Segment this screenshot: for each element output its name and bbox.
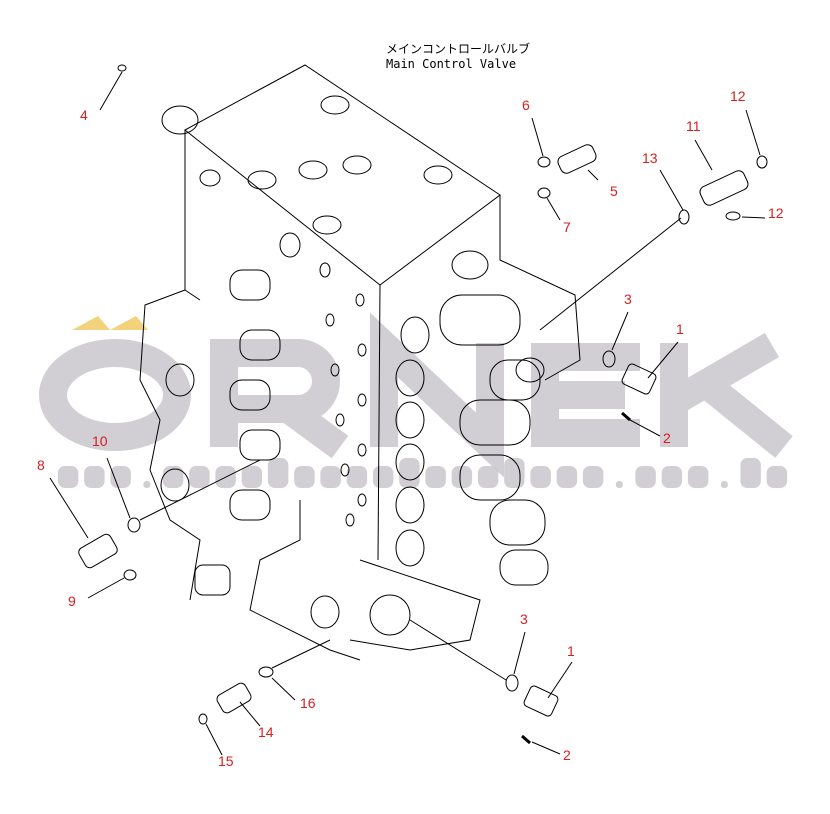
fitting-5: [557, 144, 597, 174]
watermark-url-glyph: [143, 481, 151, 488]
watermark-url-glyph: [346, 466, 368, 488]
title-japanese: メインコントロールバルブ: [386, 42, 531, 56]
watermark-url-glyph: [372, 466, 394, 488]
watermark-url-glyph: [720, 481, 728, 488]
title-english: Main Control Valve: [386, 57, 517, 71]
o-ring-13: [678, 209, 690, 225]
watermark-accent: [110, 316, 148, 330]
watermark-url-glyph: [530, 466, 551, 488]
callout-12-bottom: 12: [768, 205, 784, 221]
valve-top-face: [184, 64, 501, 286]
callout-2-top: 2: [663, 430, 671, 446]
fitting-11: [699, 170, 749, 206]
callout-9: 9: [68, 593, 76, 609]
watermark-url-glyph: [84, 466, 105, 488]
sensor-1-bottom: [523, 685, 559, 717]
callout-14: 14: [258, 724, 274, 740]
watermark-url-glyph: [110, 466, 131, 488]
watermark-url-glyph: [766, 466, 788, 488]
o-ring-7: [537, 187, 551, 199]
o-ring-12-top: [756, 155, 768, 169]
watermark-url-glyph: [661, 466, 683, 488]
watermark-brand-logo: [39, 312, 793, 478]
fitting-8: [78, 533, 118, 569]
callout-5: 5: [610, 183, 618, 199]
watermark-url-logo: [57, 458, 788, 488]
callout-13: 13: [642, 150, 658, 166]
leader-lines: [49, 71, 766, 756]
callout-1-top: 1: [676, 321, 684, 337]
o-ring-12-bottom: [725, 211, 741, 221]
o-ring-3-bottom: [505, 674, 519, 692]
watermark-url-glyph: [582, 466, 604, 488]
callout-11: 11: [686, 118, 701, 134]
watermark: [39, 312, 793, 488]
watermark-url-glyph: [635, 466, 656, 488]
callout-12-top: 12: [730, 88, 746, 104]
callout-7: 7: [563, 219, 571, 235]
callout-2-bottom: 2: [563, 747, 571, 763]
o-ring-4: [117, 64, 127, 72]
o-ring-10: [127, 517, 141, 533]
watermark-letter-r: [210, 339, 349, 459]
watermark-url-glyph: [294, 466, 315, 488]
callout-10: 10: [92, 433, 108, 449]
callout-15: 15: [218, 753, 234, 769]
watermark-url-glyph: [740, 458, 761, 488]
watermark-url-glyph: [504, 458, 525, 488]
o-ring-16: [258, 666, 274, 678]
o-ring-6: [537, 156, 551, 168]
o-ring-9: [123, 569, 137, 581]
watermark-url-glyph: [556, 466, 578, 488]
callout-8: 8: [37, 457, 45, 473]
main-control-valve-drawing: [139, 64, 581, 661]
watermark-url-glyph: [57, 466, 79, 488]
watermark-accent: [72, 316, 110, 330]
watermark-letter-e: [531, 343, 640, 447]
fitting-14: [216, 682, 252, 714]
watermark-letter-k: [660, 332, 793, 458]
watermark-letter-n: [370, 312, 504, 478]
callout-3-top: 3: [624, 291, 632, 307]
watermark-url-glyph: [399, 458, 420, 488]
watermark-url-glyph: [477, 466, 499, 488]
watermark-url-glyph: [267, 458, 289, 488]
watermark-url-glyph: [687, 466, 709, 488]
callouts: 4 6 5 7 13 11 12 12 3 1 2 10 8 9 3 1 2 1…: [37, 88, 784, 769]
callout-4: 4: [80, 107, 88, 123]
o-ring-15: [198, 713, 208, 725]
callout-16: 16: [300, 695, 316, 711]
pin-2-bottom: [521, 734, 531, 745]
pin-2-top: [621, 411, 631, 422]
loose-parts: [78, 64, 768, 745]
o-ring-3-top: [602, 350, 616, 368]
watermark-url-glyph: [425, 466, 446, 488]
watermark-url-glyph: [615, 481, 623, 488]
watermark-url-glyph: [189, 466, 210, 488]
callout-3-bottom: 3: [520, 611, 528, 627]
sensor-1-top: [621, 363, 657, 395]
watermark-url-glyph: [451, 466, 473, 488]
watermark-url-glyph: [241, 466, 263, 488]
callout-1-bottom: 1: [567, 643, 575, 659]
watermark-url-glyph: [320, 466, 341, 488]
watermark-letter-o: [39, 339, 191, 451]
callout-6: 6: [522, 97, 530, 113]
